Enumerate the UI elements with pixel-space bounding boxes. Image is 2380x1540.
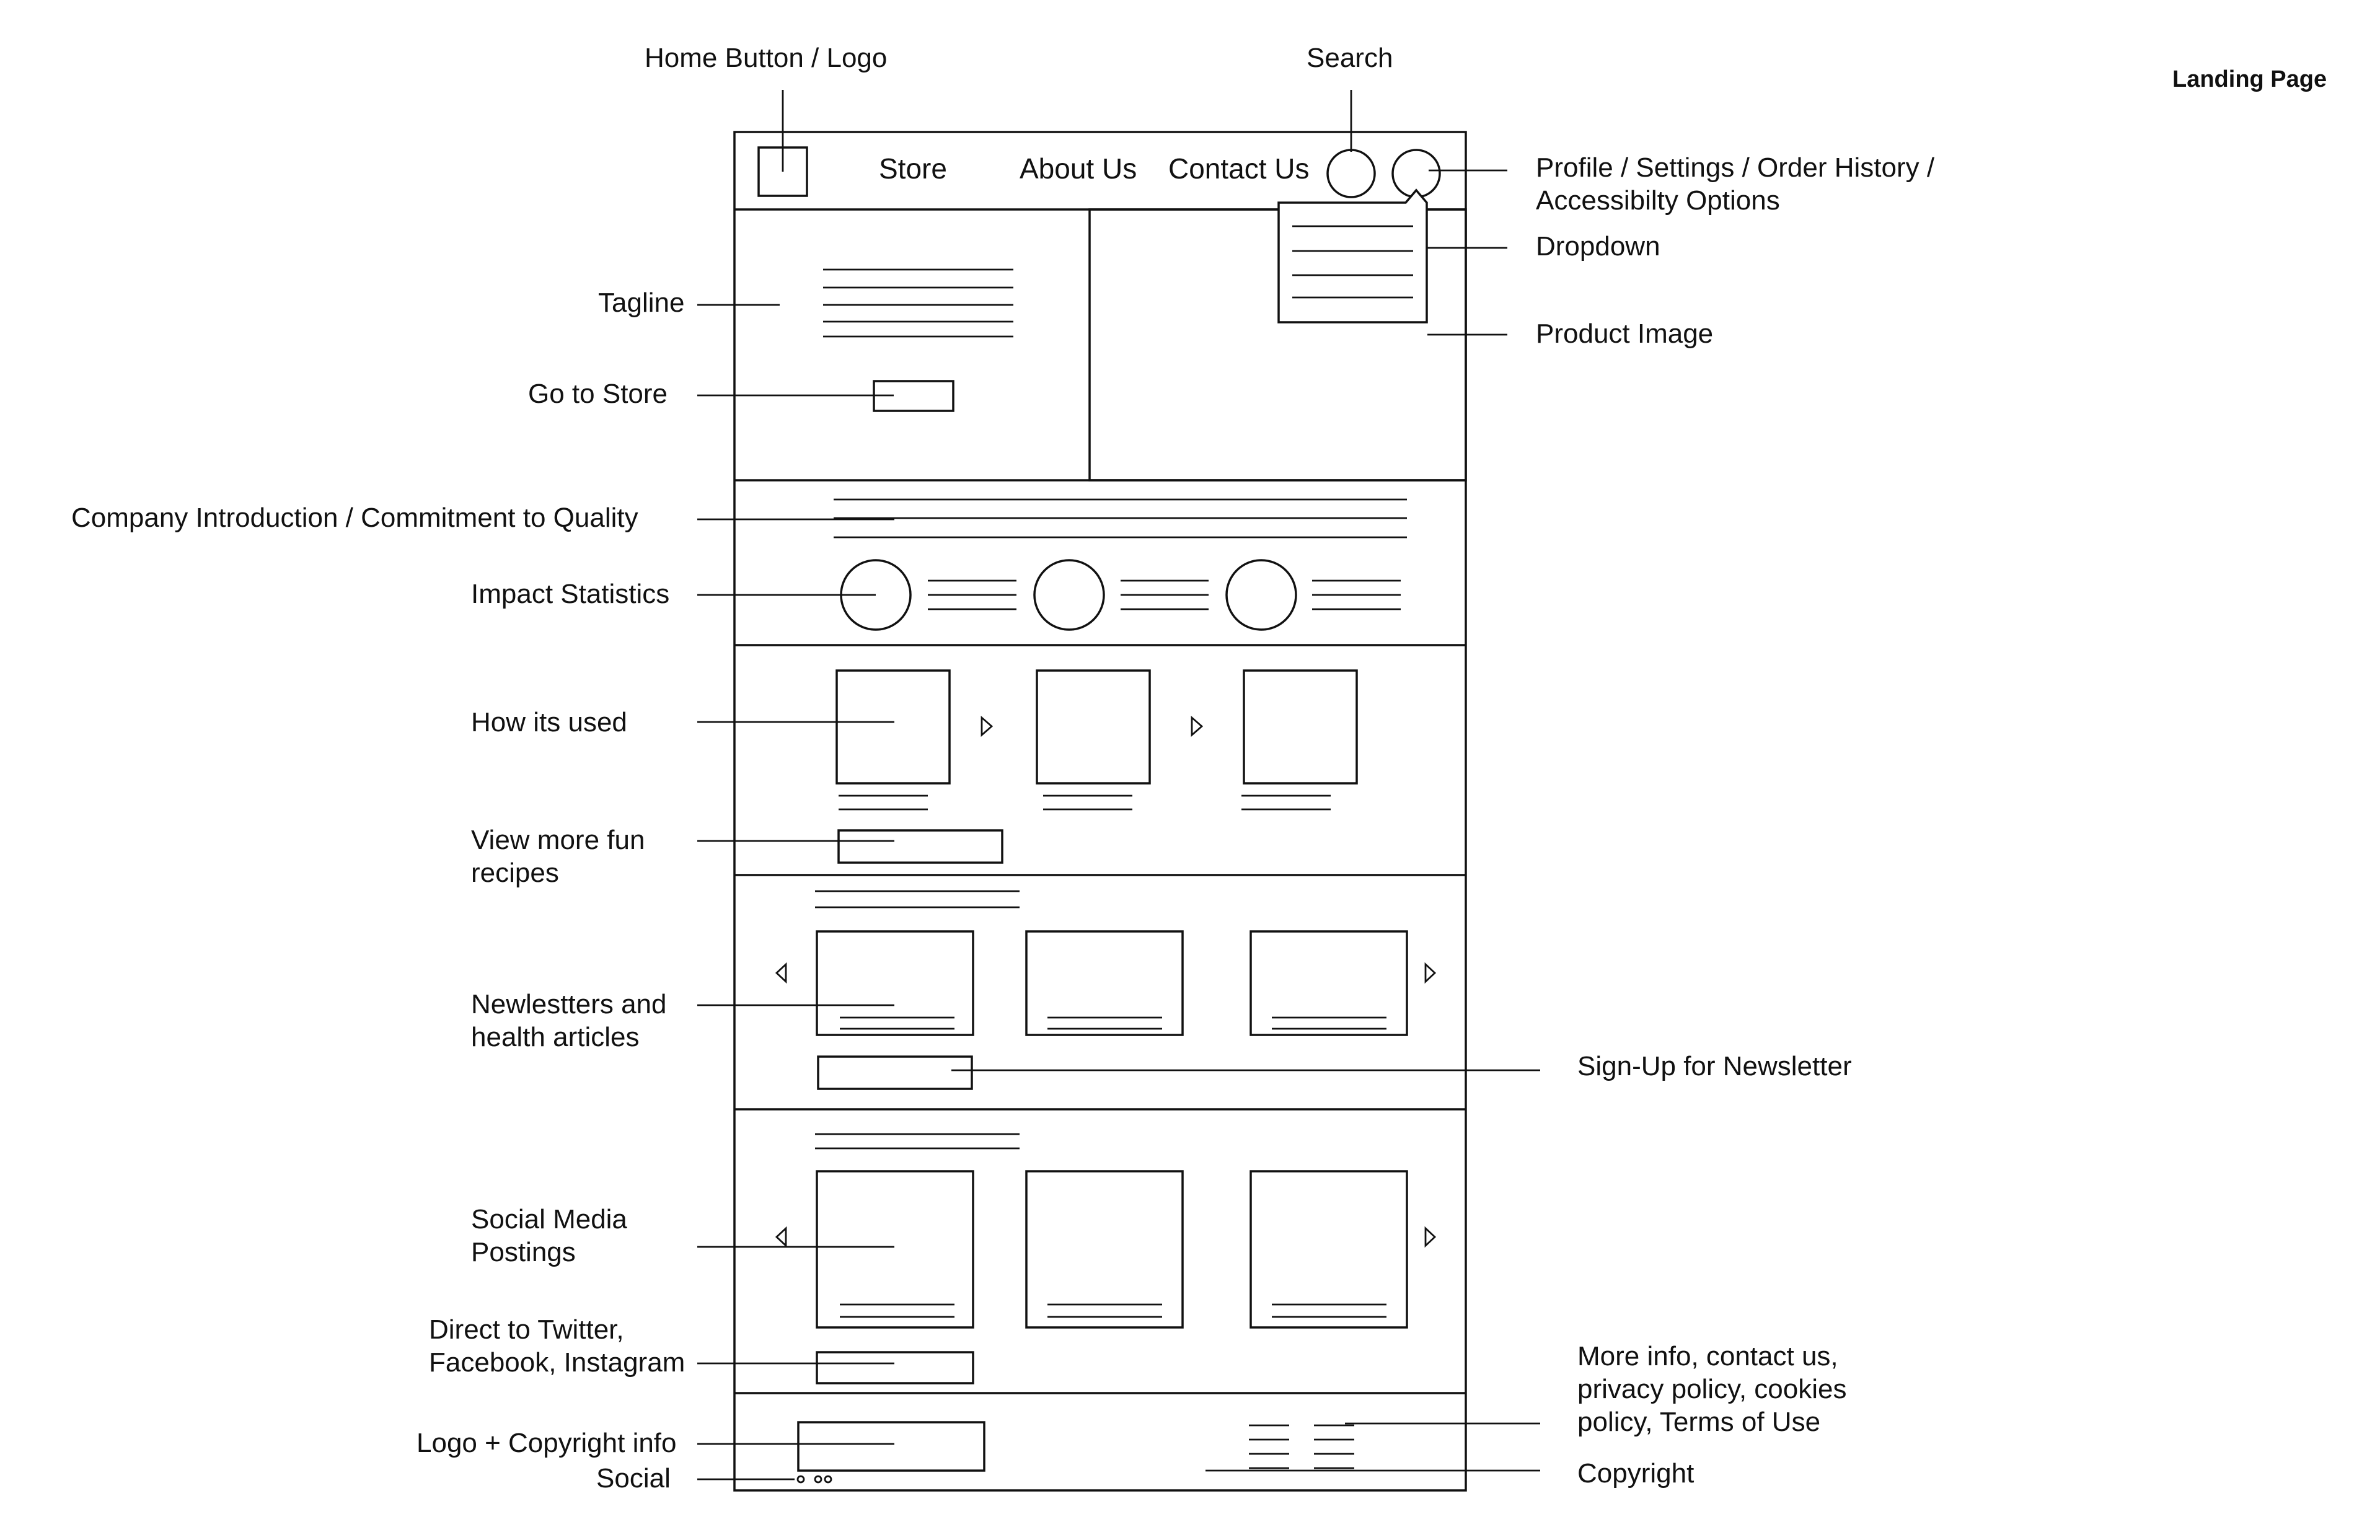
footer xyxy=(796,1421,1354,1484)
profile-dropdown[interactable] xyxy=(1277,188,1428,323)
dropdown-panel xyxy=(1277,188,1428,323)
label-go-to-store: Go to Store xyxy=(528,379,668,409)
label-more-info-2: privacy policy, cookies xyxy=(1577,1374,1846,1404)
carousel-right-icon[interactable] xyxy=(1424,1226,1437,1248)
social-links-button[interactable] xyxy=(816,1351,974,1384)
newsletters-section xyxy=(734,890,1466,1111)
how-its-used-section xyxy=(734,669,1466,876)
label-more-info-1: More info, contact us, xyxy=(1577,1341,1838,1371)
label-newsletters-2: health articles xyxy=(471,1022,639,1052)
label-logo-copyright: Logo + Copyright info xyxy=(416,1428,677,1458)
header: Store About Us Contact Us xyxy=(734,146,1466,211)
label-direct-social-2: Facebook, Instagram xyxy=(429,1347,685,1378)
left-annotations: Tagline Go to Store Company Introduction… xyxy=(71,288,894,1494)
article-card[interactable] xyxy=(1250,930,1408,1036)
footer-links-column[interactable] xyxy=(1314,1424,1354,1469)
label-direct-social-1: Direct to Twitter, xyxy=(429,1314,624,1345)
social-dot-icon[interactable] xyxy=(814,1475,822,1484)
label-view-more-2: recipes xyxy=(471,858,559,888)
label-product-image: Product Image xyxy=(1536,319,1713,349)
company-intro-text xyxy=(834,498,1407,539)
label-search: Search xyxy=(1307,43,1393,73)
newsletter-heading xyxy=(815,890,1020,909)
label-signup-newsletter: Sign-Up for Newsletter xyxy=(1577,1051,1852,1081)
social-dot-icon[interactable] xyxy=(824,1475,832,1484)
label-dropdown: Dropdown xyxy=(1536,231,1660,262)
nav-store[interactable]: Store xyxy=(879,152,947,185)
social-post-card[interactable] xyxy=(1025,1170,1184,1329)
intro-impact-section xyxy=(734,498,1466,646)
label-company-intro: Company Introduction / Commitment to Qua… xyxy=(71,503,638,533)
arrow-right-icon xyxy=(1191,715,1204,737)
label-social: Social xyxy=(596,1463,671,1494)
footer-logo-copyright xyxy=(797,1421,985,1472)
newsletter-signup-button[interactable] xyxy=(817,1055,973,1090)
social-post-card[interactable] xyxy=(816,1170,974,1329)
impact-stat xyxy=(1033,559,1209,631)
impact-stat xyxy=(1225,559,1401,631)
stat-circle-icon xyxy=(1225,559,1297,631)
view-more-recipes-button[interactable] xyxy=(837,829,1003,864)
label-tagline: Tagline xyxy=(598,288,684,318)
social-icons[interactable] xyxy=(796,1475,832,1484)
stat-circle-icon xyxy=(1033,559,1105,631)
right-annotations: Profile / Settings / Order History / Acc… xyxy=(951,152,1935,1489)
recipe-card[interactable] xyxy=(1036,669,1151,811)
social-dot-icon[interactable] xyxy=(796,1475,805,1484)
page-title: Landing Page xyxy=(2172,66,2327,92)
carousel-left-icon[interactable] xyxy=(775,1226,787,1248)
home-logo-button[interactable] xyxy=(757,146,808,197)
label-impact-statistics: Impact Statistics xyxy=(471,579,669,609)
search-icon[interactable] xyxy=(1326,149,1376,198)
arrow-right-icon xyxy=(981,715,994,737)
nav-contact-us[interactable]: Contact Us xyxy=(1168,152,1310,185)
label-profile-2: Accessibilty Options xyxy=(1536,185,1780,216)
label-copyright: Copyright xyxy=(1577,1458,1694,1489)
label-view-more-1: View more fun xyxy=(471,825,645,855)
page-frame xyxy=(733,131,1467,1492)
label-home-button: Home Button / Logo xyxy=(645,43,887,73)
label-newsletters-1: Newlestters and xyxy=(471,989,666,1019)
label-how-its-used: How its used xyxy=(471,707,627,737)
article-card[interactable] xyxy=(816,930,974,1036)
carousel-left-icon[interactable] xyxy=(775,962,787,984)
recipe-card[interactable] xyxy=(835,669,951,811)
label-social-media-2: Postings xyxy=(471,1237,576,1267)
social-media-section xyxy=(734,1133,1466,1394)
nav-about-us[interactable]: About Us xyxy=(1020,152,1137,185)
label-more-info-3: policy, Terms of Use xyxy=(1577,1407,1820,1437)
social-post-card[interactable] xyxy=(1250,1170,1408,1329)
label-social-media-1: Social Media xyxy=(471,1204,627,1234)
carousel-right-icon[interactable] xyxy=(1424,962,1437,984)
footer-links-column[interactable] xyxy=(1249,1424,1289,1469)
article-card[interactable] xyxy=(1025,930,1184,1036)
social-heading xyxy=(815,1133,1020,1150)
label-profile-1: Profile / Settings / Order History / xyxy=(1536,152,1935,183)
hero-section xyxy=(734,208,1467,482)
tagline-text xyxy=(823,268,1013,338)
recipe-card[interactable] xyxy=(1241,669,1358,811)
